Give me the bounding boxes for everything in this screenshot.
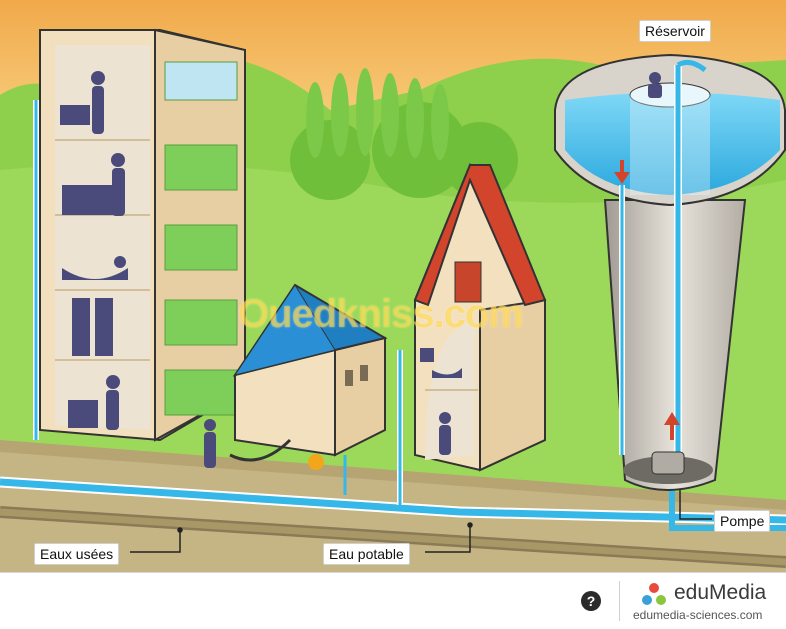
brand-name[interactable]: eduMedia [674,581,767,604]
footer-bar: ? eduMedia edumedia-sciences.com [0,572,786,629]
diagram-canvas: Ouedkniss.com Réservoir Pompe Eaux usées… [0,0,786,572]
pump-label: Pompe [714,510,771,532]
building-residents [60,71,128,430]
apartment-building [33,28,246,442]
garden-hose [229,438,292,462]
brand-url[interactable]: edumedia-sciences.com [633,608,763,622]
gardener-figure [204,419,216,468]
pump [651,451,685,475]
footer-divider [619,581,620,621]
clean-water-main [0,476,786,526]
ground-surface [0,440,786,510]
wastewater-main [0,506,786,568]
help-button[interactable]: ? [581,591,601,611]
water-tower [554,53,786,491]
water-distribution-scene [0,0,786,572]
reservoir-tank-water [565,92,780,195]
drinking-water-label: Eau potable [323,543,410,565]
small-house [229,283,388,495]
background-trees [290,68,518,200]
reservoir-label: Réservoir [639,20,711,42]
edumedia-logo-icon [642,583,666,605]
pump-flow-arrow [664,412,680,440]
tall-house [397,162,547,505]
watermark: Ouedkniss.com [238,292,524,336]
outflow-arrow [614,160,630,184]
tower-worker [648,72,662,98]
wastewater-label: Eaux usées [34,543,120,565]
